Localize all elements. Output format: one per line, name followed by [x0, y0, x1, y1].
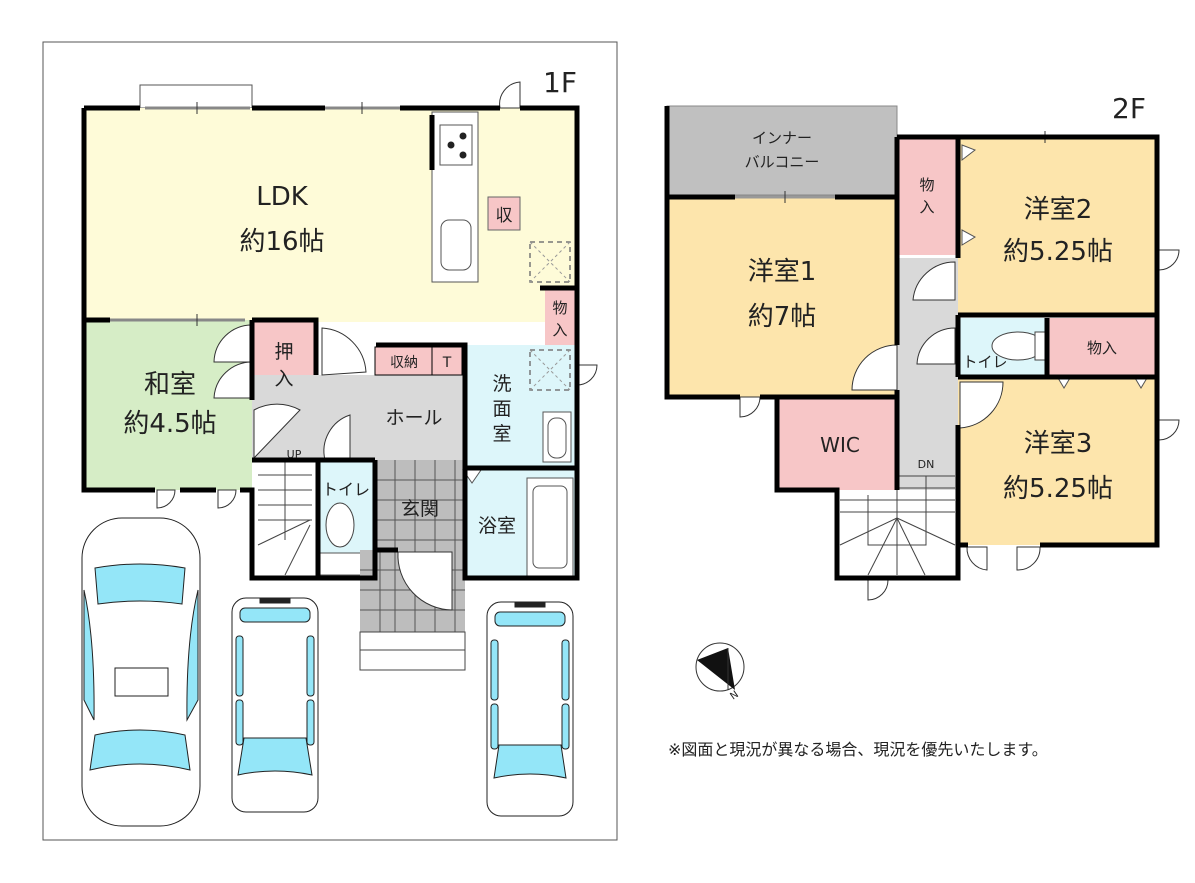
- floor-label-2f: 2F: [1112, 92, 1146, 125]
- entrance-door: [397, 551, 453, 611]
- oshiire-label: 押: [274, 341, 293, 363]
- room-size: 約4.5帖: [123, 409, 216, 439]
- room-label: 洋室2: [1024, 195, 1093, 225]
- dn-label: DN: [918, 458, 935, 471]
- room-label: 洋室1: [748, 257, 817, 287]
- room-size: 約5.25帖: [1003, 237, 1113, 267]
- shuno-label: 収納: [390, 355, 418, 371]
- room-size: 約7帖: [748, 302, 817, 332]
- car-wagon-2: [486, 601, 574, 817]
- monoire-label: 入: [919, 198, 934, 216]
- wic: [777, 397, 897, 490]
- disclaimer-note: ※図面と現況が異なる場合、現況を優先いたします。: [668, 740, 1048, 759]
- monoire-label: 物: [552, 299, 567, 317]
- room-label: 洋室3: [1024, 429, 1093, 459]
- monoire-1f: [545, 288, 575, 345]
- senmen-label: 面: [492, 398, 511, 420]
- wic-label: WIC: [820, 433, 860, 457]
- hall-label: ホール: [385, 407, 442, 429]
- room-genkan: [375, 460, 465, 550]
- senmen-label: 洗: [492, 373, 511, 395]
- room-yoshitsu-2: [958, 137, 1157, 315]
- floor-1-labels: 1F LDK 約16帖 和室 約4.5帖 押 入 収納 T 収 物 入 ホール …: [123, 66, 577, 537]
- entrance-steps: [359, 631, 466, 671]
- t-label: T: [442, 355, 452, 371]
- hatch-icon: [529, 241, 571, 283]
- senmen-label: 室: [492, 423, 511, 445]
- sink: [440, 219, 472, 271]
- room-yoshitsu-1: [667, 197, 897, 397]
- north-label: N: [728, 689, 740, 702]
- car-sedan: [81, 517, 201, 827]
- toilet-label: トイレ: [962, 353, 1007, 371]
- floor-2-labels: 2F インナー バルコニー 洋室1 約7帖 洋室2 約5.25帖 洋室3 約5.…: [745, 92, 1146, 504]
- toilet-label: トイレ: [322, 480, 370, 499]
- room-size: 約5.25帖: [1003, 474, 1113, 504]
- up-label: UP: [287, 448, 302, 461]
- genkan-label: 玄関: [401, 498, 439, 520]
- floor-1: [81, 81, 598, 671]
- floor-2: [664, 105, 1180, 601]
- shu-label: 収: [496, 206, 513, 226]
- monoire-2f-v: [897, 137, 958, 255]
- oshiire-label: 入: [274, 368, 293, 390]
- monoire-label: 入: [552, 321, 567, 339]
- monoire-label: 物入: [1087, 339, 1117, 357]
- room-label: LDK: [256, 182, 309, 212]
- hatch-icon-2: [529, 349, 571, 391]
- balcony-label: バルコニー: [745, 153, 820, 171]
- shu-storage: [487, 196, 521, 231]
- room-size: 約16帖: [239, 227, 324, 257]
- compass-icon: N: [695, 642, 745, 702]
- car-wagon-1: [231, 597, 319, 813]
- floor-label-1f: 1F: [543, 66, 577, 99]
- yokushitsu-label: 浴室: [478, 515, 516, 537]
- monoire-label: 物: [919, 176, 934, 194]
- balcony-1f: [139, 84, 253, 109]
- inner-balcony: [666, 105, 898, 196]
- stove-icon: [439, 124, 473, 166]
- monoire-2f-h: [1047, 318, 1157, 375]
- lot-boundary: [42, 41, 618, 841]
- room-label: 和室: [144, 370, 196, 400]
- balcony-label: インナー: [752, 129, 812, 147]
- toilet-fixture: [325, 502, 355, 548]
